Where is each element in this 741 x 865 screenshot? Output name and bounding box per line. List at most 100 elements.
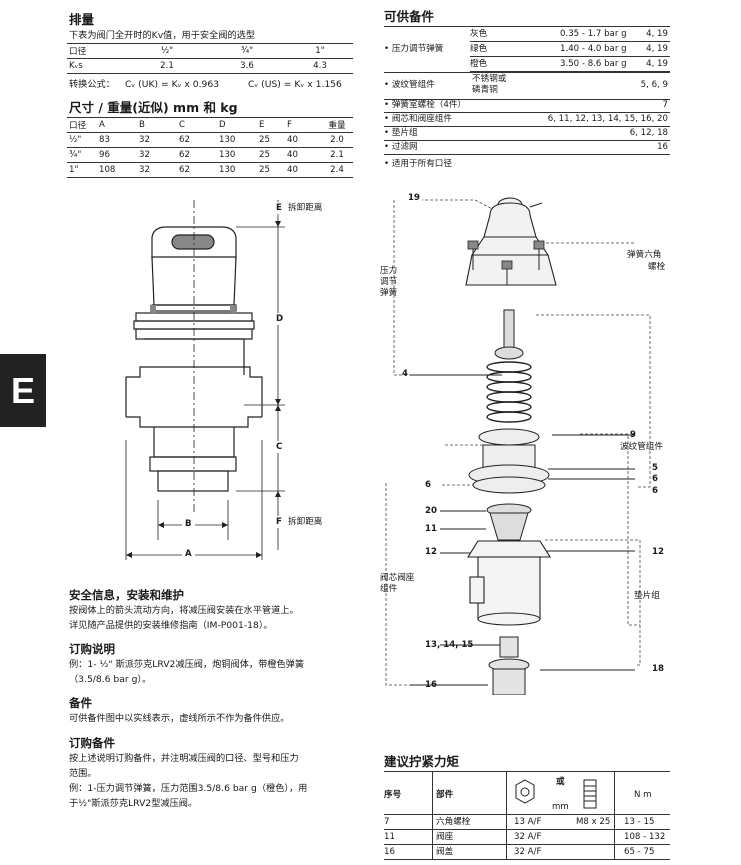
callout-spring-text: 弹簧 [380, 288, 398, 298]
spare-nums: 16 [657, 142, 668, 152]
callout-20: 20 [425, 506, 437, 516]
kvs-cell: 3.6 [207, 58, 287, 74]
spring-cell: 0.35 - 1.7 bar g [560, 29, 627, 39]
dims-cell: 25 [257, 132, 285, 148]
conv-label: 转换公式： [69, 79, 115, 90]
callout-seat-text: 组件 [380, 584, 398, 594]
dims-cell: 62 [177, 147, 217, 163]
dims-title: 尺寸 / 重量(近似) mm 和 kg [69, 100, 238, 115]
dims-header: F [285, 117, 321, 133]
callout-seat-text: 阀芯阀座 [380, 573, 415, 583]
dims-cell: ½" [67, 132, 97, 148]
spare-name: 阀芯和阀座组件 [391, 114, 452, 124]
dims-cell: 96 [97, 147, 137, 163]
callout-4: 4 [402, 369, 408, 379]
spare-nums: 7 [662, 100, 668, 110]
safety-line: 按阀体上的箭头流动方向，将减压阀安装在水平管道上。 [69, 605, 299, 616]
torque-cell: 32 A/F [514, 832, 542, 842]
dims-cell: 130 [217, 147, 257, 163]
dim-e-text: 拆卸距离 [288, 203, 323, 213]
dims-cell: 32 [137, 132, 177, 148]
torque-cell: 13 A/F [514, 817, 542, 827]
callout-9: 9 [630, 430, 636, 440]
spare-row: • 弹簧室螺栓（4件）7 [384, 99, 670, 113]
callout-12-right: 12 [652, 547, 664, 557]
spring-cell: 4, 19 [646, 59, 668, 69]
dims-cell: ¾" [67, 147, 97, 163]
callout-bellows-text: 波纹管组件 [620, 442, 663, 452]
dims-cell: 25 [257, 147, 285, 163]
torque-cell: 108 - 132 [624, 832, 666, 842]
torque-cell: 阀座 [436, 832, 454, 842]
callout-5: 5 [652, 463, 658, 473]
kvs-cell: 4.3 [287, 58, 353, 74]
callout-hex-text: 螺栓 [648, 262, 666, 272]
spring-label: • 压力调节弹簧 [384, 44, 444, 54]
spares-line: 可供备件图中以实线表示，虚线所示不作为备件供应。 [69, 713, 290, 724]
spring-cell: 4, 19 [646, 44, 668, 54]
torque-cell: M8 x 25 [576, 817, 611, 827]
dims-header-row: 口径 A B C D E F 重量 [67, 117, 353, 133]
dim-d-label: D [275, 313, 285, 325]
torque-cell: 13 - 15 [624, 817, 655, 827]
hex-nut-icon [515, 779, 535, 804]
dim-f-label: F [275, 516, 283, 528]
valve-side-drawing [125, 200, 285, 560]
bellows-mat: 不锈钢或 [472, 74, 507, 84]
dims-cell: 2.4 [321, 162, 353, 178]
torque-head-mm: mm [552, 802, 569, 812]
bellows-mat: 磷青铜 [472, 85, 498, 95]
callout-spring-text: 压力 [380, 266, 398, 276]
bellows-nums: 5, 6, 9 [640, 80, 668, 90]
safety-line: 详见随产品提供的安装维修指南（IM-P001-18）。 [69, 620, 273, 631]
conv-us: Cᵥ (US) = Kᵥ x 1.156 [248, 79, 342, 90]
exploded-view-drawing [385, 197, 651, 695]
spring-cell: 1.40 - 4.0 bar g [560, 44, 627, 54]
spare-nums: 6, 11, 12, 13, 14, 15, 16, 20 [547, 114, 668, 124]
dims-cell: 62 [177, 132, 217, 148]
torque-cell: 7 [384, 817, 390, 827]
dims-cell: 2.1 [321, 147, 353, 163]
dims-cell: 40 [285, 162, 321, 178]
ordering-line: 范围。 [69, 768, 97, 779]
dim-a-label: A [182, 548, 195, 560]
spring-cell: 绿色 [470, 44, 488, 54]
spring-cell: 3.50 - 8.6 bar g [560, 59, 627, 69]
dims-cell: 25 [257, 162, 285, 178]
kvs-label: Kᵥs [67, 58, 127, 74]
order-line: （3.5/8.6 bar g）。 [69, 674, 152, 685]
spring-cell: 4, 19 [646, 29, 668, 39]
dims-cell: 130 [217, 162, 257, 178]
size-cell: 1" [287, 43, 353, 59]
bolt-icon [583, 779, 597, 809]
available-spares-title: 可供备件 [384, 9, 435, 24]
section-tab-e[interactable]: E [0, 354, 46, 427]
ordering-line: 于½"斯派莎克LRV2型减压阀。 [69, 798, 198, 809]
dims-header: 重量 [321, 117, 353, 133]
dims-cell: 40 [285, 147, 321, 163]
ordering-line: 按上述说明订购备件，并注明减压阀的口径、型号和压力 [69, 753, 299, 764]
spare-name: 垫片组 [391, 128, 418, 138]
size-label: 口径 [67, 43, 127, 59]
flow-title: 排量 [69, 12, 95, 27]
how-to-order-title: 订购说明 [69, 642, 115, 656]
callout-6-left: 6 [425, 480, 431, 490]
torque-head-nm: N m [634, 790, 652, 800]
torque-head-part: 部件 [436, 790, 454, 800]
size-cell: ¾" [207, 43, 287, 59]
torque-title: 建议拧紧力矩 [384, 754, 460, 769]
dims-header: B [137, 117, 177, 133]
callout-hex-text: 弹簧六角 [627, 250, 662, 260]
dims-cell: 2.0 [321, 132, 353, 148]
